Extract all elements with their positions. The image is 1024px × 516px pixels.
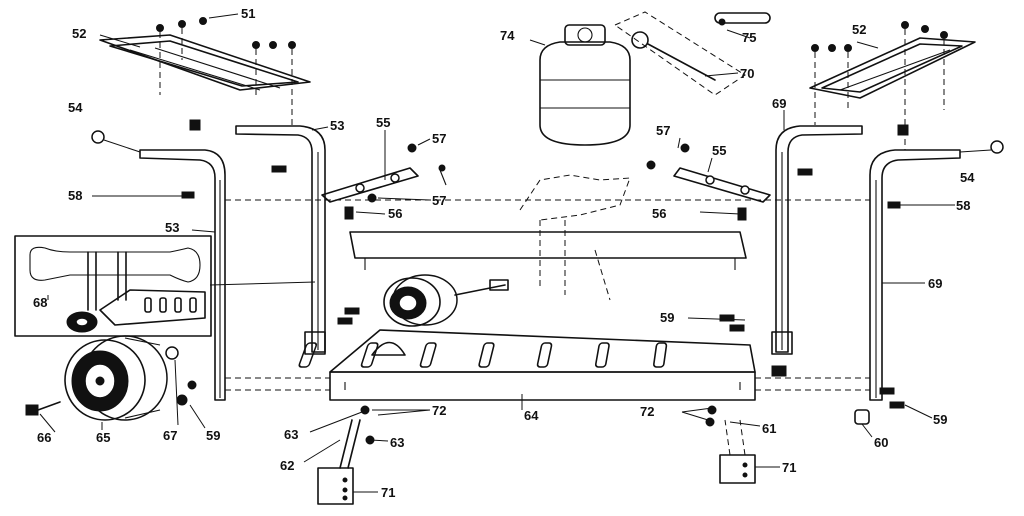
callout-56-left: 56: [388, 206, 402, 221]
callout-54-left: 54: [68, 100, 83, 115]
callout-66: 66: [37, 430, 51, 445]
callout-68: 68: [33, 295, 47, 310]
callout-numbers: 51 52 52 53 53 54 54 55 55 56 56 57 57 5…: [33, 6, 975, 500]
right-front-leg: [869, 149, 961, 401]
callout-59-right: 59: [933, 412, 947, 427]
callout-75: 75: [742, 30, 756, 45]
callout-58-left: 58: [68, 188, 82, 203]
hardware-bolts: [25, 119, 1004, 445]
callout-59-center: 59: [660, 310, 674, 325]
callout-52-left: 52: [72, 26, 86, 41]
callout-61: 61: [762, 421, 776, 436]
callout-59-left: 59: [206, 428, 220, 443]
left-front-leg: [139, 149, 226, 401]
center-rear-bar: [225, 199, 870, 270]
callout-62: 62: [280, 458, 294, 473]
callout-60: 60: [874, 435, 888, 450]
callout-70: 70: [740, 66, 754, 81]
callout-71-left: 71: [381, 485, 395, 500]
callout-51: 51: [241, 6, 255, 21]
right-cross-brace: [673, 167, 771, 203]
callout-71-right: 71: [782, 460, 796, 475]
callout-67: 67: [163, 428, 177, 443]
callout-57-lower-left: 57: [432, 193, 446, 208]
callout-72-left: 72: [432, 403, 446, 418]
callout-58-right: 58: [956, 198, 970, 213]
callout-63-lower: 63: [390, 435, 404, 450]
detail-inset-box: [14, 235, 212, 337]
callout-54-right: 54: [960, 170, 975, 185]
hose-clip: [714, 12, 771, 26]
callout-55-right: 55: [712, 143, 726, 158]
callout-74: 74: [500, 28, 515, 43]
callout-72-right: 72: [640, 404, 654, 419]
callout-53-lower: 53: [165, 220, 179, 235]
callout-69-lower: 69: [928, 276, 942, 291]
bottom-shelf: [225, 329, 870, 401]
callout-57-upper-left: 57: [432, 131, 446, 146]
heat-shield-outline: [519, 174, 631, 301]
callout-53-upper: 53: [330, 118, 344, 133]
left-caster-bracket: [317, 419, 361, 505]
left-shelf-bracket: [99, 34, 311, 91]
callout-55-left: 55: [376, 115, 390, 130]
callout-64: 64: [524, 408, 539, 423]
right-rear-leg: [771, 125, 863, 355]
right-shelf-screws: [811, 21, 948, 150]
small-wheel: [383, 274, 509, 327]
callout-69-upper: 69: [772, 96, 786, 111]
propane-tank: [539, 24, 631, 146]
left-shelf-screws: [156, 17, 296, 125]
left-rear-leg: [235, 125, 326, 355]
callout-52-right: 52: [852, 22, 866, 37]
right-shelf-bracket: [809, 37, 976, 99]
callout-63-upper: 63: [284, 427, 298, 442]
leader-lines: [39, 13, 955, 493]
regulator-hose: [613, 11, 746, 96]
large-wheel: [64, 335, 168, 421]
callout-57-right: 57: [656, 123, 670, 138]
callout-65: 65: [96, 430, 110, 445]
callout-56-right: 56: [652, 206, 666, 221]
right-caster-bracket: [719, 419, 756, 484]
